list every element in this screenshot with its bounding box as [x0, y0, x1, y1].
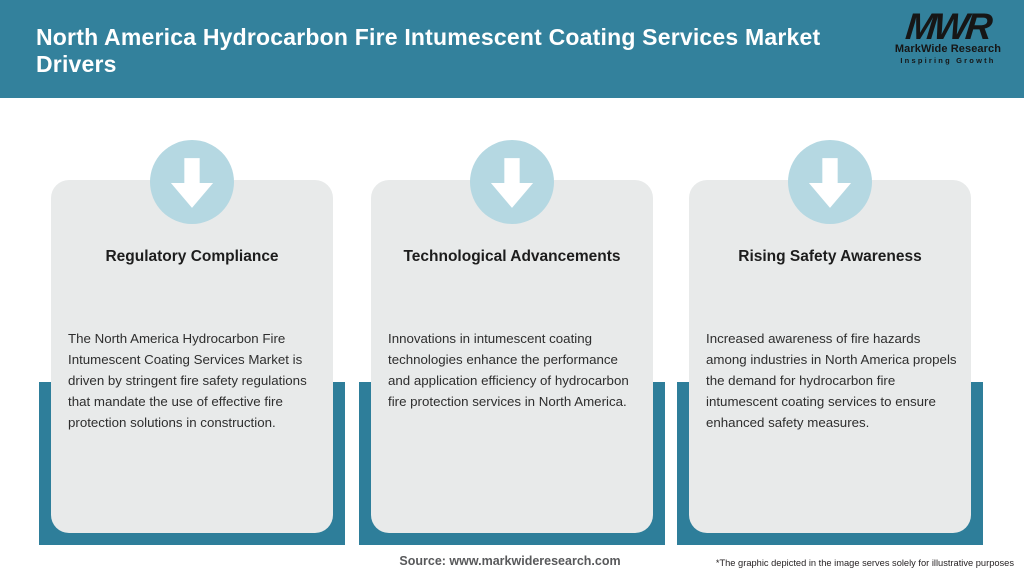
- disclaimer-text: *The graphic depicted in the image serve…: [715, 558, 1014, 568]
- card-description: Innovations in intumescent coating techn…: [388, 331, 629, 409]
- card-title: Technological Advancements: [403, 248, 621, 265]
- arrow-down-icon: [150, 140, 234, 224]
- card-title: Rising Safety Awareness: [738, 248, 922, 265]
- logo-acronym: MWR: [904, 6, 992, 47]
- driver-card-regulatory-compliance: Regulatory Compliance The North America …: [39, 140, 345, 545]
- card-title: Regulatory Compliance: [105, 248, 279, 265]
- logo-tagline: Inspiring Growth: [900, 56, 996, 65]
- card-body: [371, 180, 653, 533]
- arrow-down-icon: [788, 140, 872, 224]
- card-body: [689, 180, 971, 533]
- card-body: [51, 180, 333, 533]
- card-description: Increased awareness of fire hazards amon…: [706, 331, 957, 430]
- page-title: North America Hydrocarbon Fire Intumesce…: [36, 24, 821, 77]
- driver-card-rising-safety-awareness: Rising Safety Awareness Increased awaren…: [677, 140, 983, 545]
- logo-name: MarkWide Research: [894, 43, 1002, 55]
- header-banner: North America Hydrocarbon Fire Intumesce…: [0, 0, 1024, 98]
- driver-card-technological-advancements: Technological Advancements Innovations i…: [359, 140, 665, 545]
- card-description: The North America Hydrocarbon Fire Intum…: [68, 331, 307, 430]
- source-text: Source: www.markwideresearch.com: [399, 554, 621, 568]
- markwide-research-logo: MWR MarkWide Research Inspiring Growth: [888, 6, 1008, 65]
- arrow-down-icon: [470, 140, 554, 224]
